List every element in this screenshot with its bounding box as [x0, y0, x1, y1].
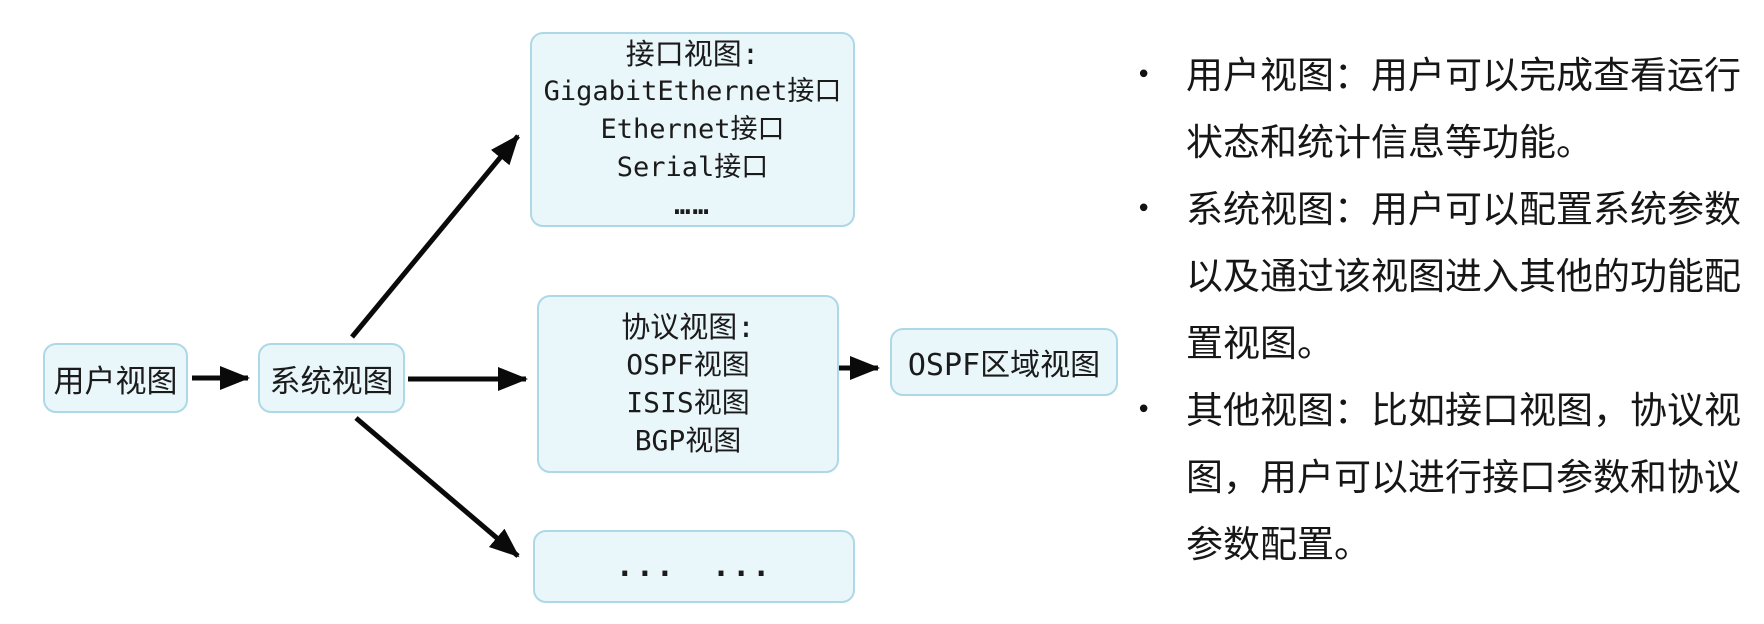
other-views-ellipsis-label: ... ... [615, 549, 773, 584]
other-views-box: ... ... [533, 530, 855, 603]
note-line: 状态和统计信息等功能。 [1186, 121, 1593, 164]
note-line: 置视图。 [1186, 322, 1334, 365]
protocol-view-box: 协议视图: OSPF视图 ISIS视图 BGP视图 [537, 295, 839, 473]
interface-view-title: 接口视图: [625, 36, 760, 71]
system-view-box: 系统视图 [258, 343, 405, 413]
arrow-system-to-other-view [354, 416, 520, 558]
system-view-label: 系统视图 [269, 363, 394, 400]
note-line: 用户视图：用户可以完成查看运行 [1186, 54, 1741, 97]
ospf-area-view-box: OSPF区域视图 [890, 328, 1118, 396]
bullet-dot: • [1136, 194, 1152, 224]
ospf-area-view-label: OSPF区域视图 [907, 348, 1101, 383]
note-system-view: • 系统视图：用户可以配置系统参数 以及通过该视图进入其他的功能配 置视图。 [1128, 176, 1758, 377]
notes-panel: • 用户视图：用户可以完成查看运行 状态和统计信息等功能。 • 系统视图：用户可… [1128, 42, 1758, 578]
note-text: 其他视图：比如接口视图，协议视 图，用户可以进行接口参数和协议 参数配置。 [1186, 377, 1758, 578]
protocol-view-item-isis: ISIS视图 [626, 386, 750, 419]
bullet-dot: • [1136, 60, 1152, 90]
note-user-view: • 用户视图：用户可以完成查看运行 状态和统计信息等功能。 [1128, 42, 1758, 176]
note-text: 用户视图：用户可以完成查看运行 状态和统计信息等功能。 [1186, 42, 1758, 176]
arrow-system-to-interface-view [350, 134, 520, 339]
interface-view-item: Ethernet接口 [600, 113, 785, 145]
user-view-box: 用户视图 [43, 343, 188, 413]
interface-view-box: 接口视图: GigabitEthernet接口 Ethernet接口 Seria… [530, 32, 855, 227]
note-line: 以及通过该视图进入其他的功能配 [1186, 255, 1741, 298]
protocol-view-title: 协议视图: [621, 310, 755, 344]
note-line: 图，用户可以进行接口参数和协议 [1186, 456, 1741, 499]
interface-view-item: Serial接口 [616, 151, 769, 183]
protocol-view-item-ospf: OSPF视图 [626, 348, 750, 381]
interface-view-ellipsis: …… [674, 189, 711, 221]
note-line: 其他视图：比如接口视图，协议视 [1186, 389, 1741, 432]
note-other-views: • 其他视图：比如接口视图，协议视 图，用户可以进行接口参数和协议 参数配置。 [1128, 377, 1758, 578]
protocol-view-item-bgp: BGP视图 [634, 424, 742, 457]
note-line: 系统视图：用户可以配置系统参数 [1186, 188, 1741, 231]
bullet-dot: • [1136, 395, 1152, 425]
note-text: 系统视图：用户可以配置系统参数 以及通过该视图进入其他的功能配 置视图。 [1186, 176, 1758, 377]
interface-view-item: GigabitEthernet接口 [543, 75, 842, 107]
user-view-label: 用户视图 [53, 363, 178, 400]
note-line: 参数配置。 [1186, 523, 1371, 566]
